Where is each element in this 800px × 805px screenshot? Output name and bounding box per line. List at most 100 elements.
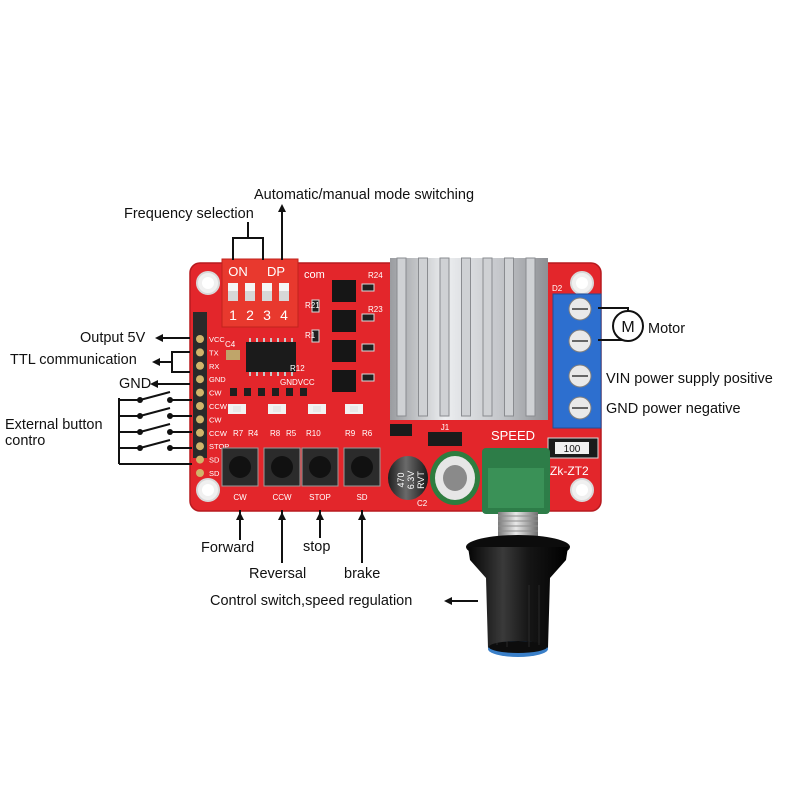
resistor-100-label: 100 xyxy=(564,444,581,455)
silk-c4: C4 xyxy=(225,340,236,349)
push-button-ccw[interactable] xyxy=(263,447,301,487)
pin-label: CCW xyxy=(209,429,228,438)
regulator xyxy=(390,424,412,436)
switch-dots xyxy=(137,397,173,451)
small-resistors xyxy=(230,388,307,396)
silk-r23: R23 xyxy=(368,305,383,314)
label-auto-manual: Automatic/manual mode switching xyxy=(254,187,475,203)
capacitor-470: 470 6.3V RVT xyxy=(388,456,428,500)
smd-resistors xyxy=(311,283,375,382)
header-pin[interactable] xyxy=(196,428,204,437)
silk-r4: R4 xyxy=(248,429,259,438)
label-gnd-negative: GND power negative xyxy=(606,401,741,417)
silk-r8: R8 xyxy=(270,429,281,438)
callout-lines xyxy=(118,208,629,602)
header-pin[interactable] xyxy=(196,415,204,424)
label-brake: brake xyxy=(344,566,381,582)
pin-label: CCW xyxy=(209,402,228,411)
header-pin[interactable] xyxy=(196,469,204,477)
cap-text-1: 470 xyxy=(396,472,406,487)
label-control: Control switch,speed regulation xyxy=(210,593,413,609)
label-ext-button-2: contro xyxy=(5,433,46,449)
header-pin[interactable] xyxy=(196,388,204,397)
silk-r9: R9 xyxy=(345,429,356,438)
pin-header xyxy=(193,312,207,458)
label-output-5v: Output 5V xyxy=(80,330,146,346)
label-stop: stop xyxy=(303,539,331,555)
header-pin[interactable] xyxy=(196,361,204,370)
header-pin[interactable] xyxy=(196,348,204,357)
button-silk-label: STOP xyxy=(309,493,331,502)
pin-label: GND xyxy=(209,375,226,384)
header-pin[interactable] xyxy=(196,402,204,410)
heatsink-fin xyxy=(504,257,514,417)
silk-r21: R21 xyxy=(305,301,320,310)
button-silk-label: CCW xyxy=(272,493,292,502)
silk-c2: C2 xyxy=(417,499,428,508)
silk-r24: R24 xyxy=(368,271,383,280)
dip-switch[interactable]: ON DP 1 2 3 4 xyxy=(221,258,299,328)
speed-knob[interactable] xyxy=(466,535,570,657)
label-gnd: GND xyxy=(119,376,152,392)
header-pin[interactable] xyxy=(196,442,204,451)
heatsink-fin xyxy=(482,257,493,417)
silk-com: com xyxy=(304,269,325,281)
led-row xyxy=(228,404,363,414)
button-silk: R7 R4 R8 R5 R10 R9 R6 xyxy=(233,429,373,438)
silk-r6: R6 xyxy=(362,429,373,438)
dip-on-label: ON xyxy=(228,264,248,279)
small-cap xyxy=(226,350,240,360)
heatsink xyxy=(390,257,548,420)
potentiometer[interactable] xyxy=(482,448,550,536)
header-pin[interactable] xyxy=(196,455,204,464)
heatsink-fin xyxy=(418,257,428,417)
push-button-sd[interactable] xyxy=(343,447,381,487)
cap-text-2: 6.3V xyxy=(406,471,416,490)
label-motor: Motor xyxy=(648,321,686,337)
mosfets xyxy=(332,280,356,392)
heatsink-fin xyxy=(439,257,450,417)
resistor-100: 100 xyxy=(547,437,599,459)
heatsink-fin xyxy=(396,257,407,417)
label-vin: VIN power supply positive xyxy=(606,371,773,387)
model-label: Zk-ZT2 xyxy=(550,464,589,478)
silk-r7: R7 xyxy=(233,429,244,438)
cap-text-3: RVT xyxy=(416,471,426,489)
silk-r12: R12 xyxy=(290,364,305,373)
callout-arrowheads xyxy=(150,204,452,605)
header-pin[interactable] xyxy=(196,335,204,343)
label-ext-button-1: External button xyxy=(5,417,103,433)
heatsink-fin xyxy=(525,257,536,417)
dip-number-3: 3 xyxy=(263,307,271,323)
label-ttl: TTL communication xyxy=(10,352,137,368)
pin-label: SD xyxy=(209,456,220,465)
dip-number-1: 1 xyxy=(229,307,237,323)
header-pin[interactable] xyxy=(196,375,204,384)
mounting-holes xyxy=(196,271,594,502)
heatsink-fin xyxy=(461,257,471,417)
pin-label: CW xyxy=(209,389,222,398)
pin-label: SD xyxy=(209,469,220,478)
silk-r1: R1 xyxy=(305,331,316,340)
diode xyxy=(428,432,462,446)
push-button-stop[interactable] xyxy=(301,447,339,487)
motor-icon: M xyxy=(612,310,644,342)
silk-r10: R10 xyxy=(306,429,321,438)
ic-chip xyxy=(246,338,296,376)
dip-dp-label: DP xyxy=(267,264,285,279)
pin-label: TX xyxy=(209,348,219,357)
button-silk-label: SD xyxy=(356,493,367,502)
label-reversal: Reversal xyxy=(249,566,307,582)
pin-label: STOP xyxy=(209,442,229,451)
silk-j1: D2 xyxy=(552,284,563,293)
push-button-cw[interactable] xyxy=(221,447,259,487)
motor-symbol: M xyxy=(621,319,634,336)
pin-label: VCC xyxy=(209,335,225,344)
label-frequency: Frequency selection xyxy=(124,206,254,222)
terminal-block xyxy=(552,293,602,429)
silk-r5: R5 xyxy=(286,429,297,438)
